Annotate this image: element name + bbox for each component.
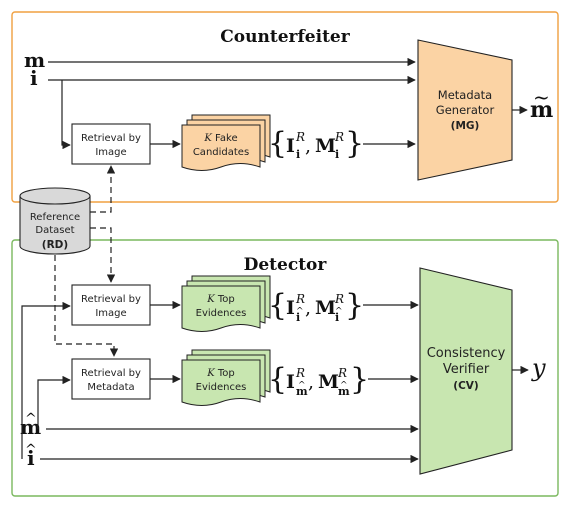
- cf-retrieval-box: [71, 123, 151, 165]
- det-meta-evidence-set: { I R m ^ , M R m ^ }: [268, 362, 369, 398]
- fake-candidates-label-2: Candidates: [193, 147, 249, 158]
- counterfeiter-title: Counterfeiter: [220, 27, 350, 47]
- mg-output-label: m: [530, 97, 553, 123]
- input-i-hat-label: i: [27, 446, 35, 470]
- evidences-stack-image: [181, 275, 271, 332]
- evidences-meta-label-1: K Top: [206, 368, 235, 379]
- mg-label-1: Metadata: [438, 88, 492, 102]
- svg-text:}: }: [345, 126, 364, 161]
- i-hat-to-image-retrieval-arrow: [21, 301, 71, 459]
- svg-text:I: I: [286, 371, 295, 393]
- rd-to-cf-retrieval-dash: [90, 165, 116, 213]
- svg-text:^: ^: [296, 307, 304, 317]
- svg-text:M: M: [318, 371, 339, 393]
- det-meta-retrieval-box: [71, 358, 151, 400]
- svg-text:i: i: [296, 311, 300, 324]
- rd-to-det-image-retrieval-dash: [90, 227, 116, 283]
- svg-text:m: m: [338, 385, 350, 398]
- mg-output-tilde: ~: [533, 85, 550, 109]
- svg-text:{: {: [268, 362, 287, 397]
- svg-text:,: ,: [305, 135, 311, 157]
- detector-title: Detector: [244, 255, 328, 275]
- cv-abbr: (CV): [453, 380, 478, 392]
- svg-text:R: R: [295, 130, 305, 144]
- cv-label-1: Consistency: [427, 346, 506, 361]
- svg-text:R: R: [295, 366, 305, 380]
- det-meta-retrieval-label-2: Metadata: [87, 382, 134, 393]
- metadata-generator: [417, 39, 513, 181]
- evidences-image-label-2: Evidences: [196, 308, 247, 319]
- evidences-meta-label-2: Evidences: [196, 382, 247, 393]
- detector-frame: [11, 239, 559, 497]
- cf-retrieval-label-1: Retrieval by: [81, 133, 141, 144]
- svg-text:i: i: [335, 148, 339, 161]
- det-meta-retrieval-label-1: Retrieval by: [81, 368, 141, 379]
- det-image-retrieval-label-2: Image: [95, 308, 126, 319]
- svg-text:{: {: [268, 126, 287, 161]
- input-m-hat-label: m: [20, 415, 41, 439]
- rd-label-1: Reference: [30, 212, 80, 223]
- cv-label-2: Verifier: [443, 362, 490, 377]
- rd-abbr: (RD): [42, 239, 68, 251]
- svg-text:m: m: [296, 385, 308, 398]
- det-image-retrieval-label-1: Retrieval by: [81, 294, 141, 305]
- m-hat-to-meta-retrieval-arrow: [37, 375, 71, 429]
- svg-text:I: I: [286, 135, 295, 157]
- fake-candidates-stack: [181, 114, 271, 171]
- svg-text:M: M: [315, 297, 336, 319]
- svg-text:R: R: [334, 130, 344, 144]
- reference-dataset: [19, 187, 91, 255]
- evidences-stack-metadata: [181, 349, 271, 406]
- svg-text:R: R: [295, 292, 305, 306]
- svg-text:^: ^: [340, 381, 348, 391]
- svg-text:,: ,: [305, 297, 311, 319]
- i-to-retrieval-arrow: [61, 80, 71, 150]
- counterfeiter-frame: [11, 11, 559, 203]
- mg-abbr: (MG): [451, 120, 480, 132]
- svg-text:I: I: [286, 297, 295, 319]
- cv-output-label: y: [531, 354, 546, 382]
- rd-to-det-meta-retrieval-dash: [54, 255, 119, 357]
- svg-text:i: i: [335, 311, 339, 324]
- det-image-retrieval-box: [71, 284, 151, 326]
- svg-text:}: }: [345, 288, 364, 323]
- svg-text:^: ^: [335, 307, 343, 317]
- cf-retrieved-set: { I R i , M R i }: [268, 126, 364, 161]
- svg-text:{: {: [268, 288, 287, 323]
- svg-text:R: R: [337, 366, 347, 380]
- input-m-hat-mark: ^: [25, 411, 37, 427]
- fake-candidates-label-1: K Fake: [203, 133, 237, 144]
- input-m-label: m: [24, 48, 45, 72]
- cf-retrieval-label-2: Image: [95, 147, 126, 158]
- svg-text:M: M: [315, 135, 336, 157]
- svg-text:,: ,: [308, 371, 314, 393]
- svg-text:R: R: [334, 292, 344, 306]
- mg-label-2: Generator: [436, 103, 495, 117]
- svg-text:}: }: [350, 362, 369, 397]
- input-i-label: i: [30, 66, 38, 90]
- svg-text:^: ^: [298, 381, 306, 391]
- evidences-image-label-1: K Top: [206, 294, 235, 305]
- det-image-evidence-set: { I R i ^ , M R i ^ }: [268, 288, 364, 324]
- consistency-verifier: [419, 267, 513, 475]
- rd-label-2: Dataset: [35, 225, 74, 236]
- input-i-hat-mark: ^: [25, 442, 37, 458]
- svg-text:i: i: [296, 148, 300, 161]
